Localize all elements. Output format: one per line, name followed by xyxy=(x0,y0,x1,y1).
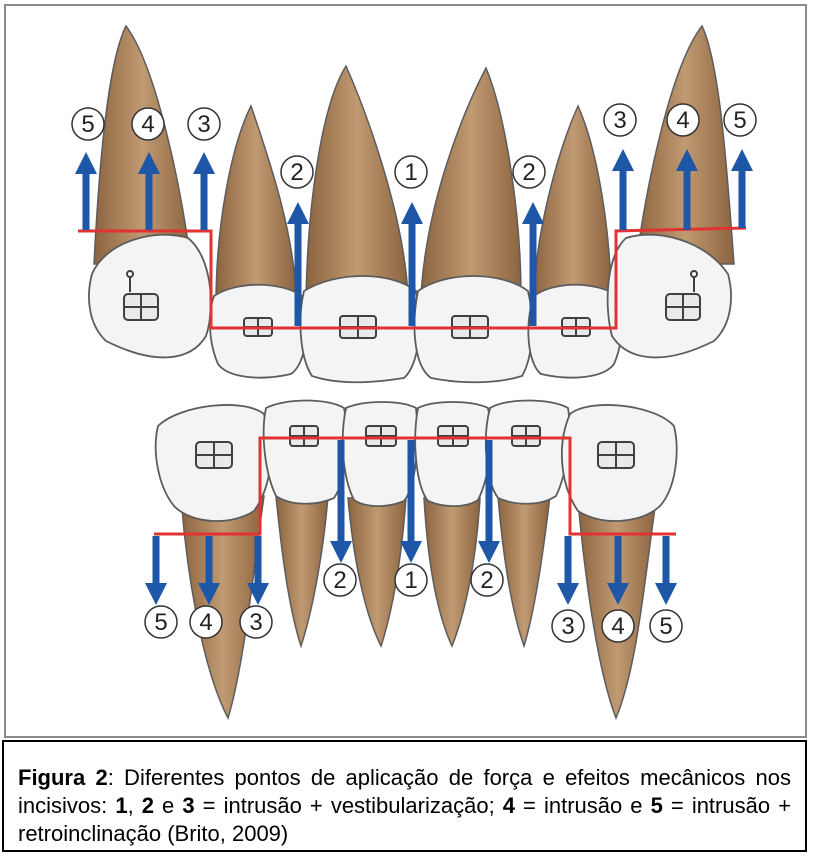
caption-number-3: 3 xyxy=(182,793,194,818)
caption-text-b: = intrusão + vestibularização; xyxy=(195,793,503,818)
lower-label-1: 1 xyxy=(395,564,427,596)
svg-text:3: 3 xyxy=(613,107,626,134)
caption-number-2: 2 xyxy=(142,793,154,818)
svg-text:5: 5 xyxy=(659,613,672,640)
svg-text:4: 4 xyxy=(141,111,154,138)
svg-text:4: 4 xyxy=(199,609,212,636)
upper-label-4-right: 4 xyxy=(667,104,699,136)
svg-text:2: 2 xyxy=(522,159,535,186)
svg-text:2: 2 xyxy=(290,159,303,186)
caption-sep-1: , xyxy=(128,793,142,818)
caption-number-4: 4 xyxy=(503,793,515,818)
dental-diagram-frame: 5 4 3 2 1 2 3 4 5 xyxy=(4,4,807,738)
svg-text:1: 1 xyxy=(404,567,417,594)
svg-text:3: 3 xyxy=(249,609,262,636)
lower-label-5-left: 5 xyxy=(145,606,177,638)
upper-label-3-left: 3 xyxy=(188,108,220,140)
lower-label-2-right: 2 xyxy=(471,564,503,596)
lower-label-3-left: 3 xyxy=(240,606,272,638)
caption-figure-label: Figura 2 xyxy=(18,765,108,790)
caption-text-c: = intrusão e xyxy=(515,793,651,818)
upper-label-5-right: 5 xyxy=(724,104,756,136)
svg-text:2: 2 xyxy=(333,567,346,594)
upper-label-2-right: 2 xyxy=(513,156,545,188)
caption-sep-2: e xyxy=(154,793,182,818)
upper-label-4-left: 4 xyxy=(132,108,164,140)
lower-label-4-right: 4 xyxy=(602,610,634,642)
dental-diagram: 5 4 3 2 1 2 3 4 5 xyxy=(6,6,805,736)
svg-text:3: 3 xyxy=(197,111,210,138)
svg-text:5: 5 xyxy=(154,609,167,636)
svg-text:2: 2 xyxy=(480,567,493,594)
lower-label-3-right: 3 xyxy=(552,610,584,642)
upper-label-2-left: 2 xyxy=(281,156,313,188)
lower-label-2-left: 2 xyxy=(324,564,356,596)
upper-label-5-left: 5 xyxy=(72,108,104,140)
svg-text:4: 4 xyxy=(676,107,689,134)
svg-text:1: 1 xyxy=(404,159,417,186)
upper-label-1: 1 xyxy=(395,156,427,188)
lower-label-5-right: 5 xyxy=(650,610,682,642)
caption-number-1: 1 xyxy=(115,793,127,818)
caption-number-5: 5 xyxy=(651,793,663,818)
svg-text:4: 4 xyxy=(611,613,624,640)
svg-text:5: 5 xyxy=(733,107,746,134)
lower-label-4-left: 4 xyxy=(190,606,222,638)
upper-label-3-right: 3 xyxy=(604,104,636,136)
svg-text:5: 5 xyxy=(81,111,94,138)
svg-text:3: 3 xyxy=(561,613,574,640)
figure-caption: Figura 2: Diferentes pontos de aplicação… xyxy=(2,740,807,852)
